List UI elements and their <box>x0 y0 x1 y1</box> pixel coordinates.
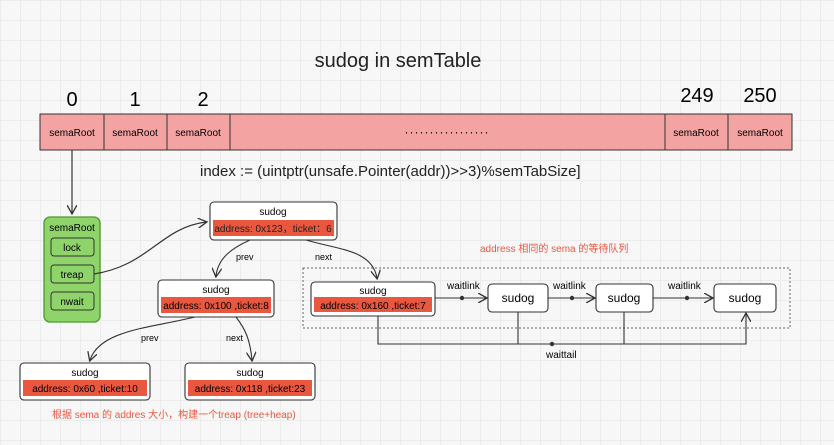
sudog-leaf-right-detail: address: 0x118 ,ticket:23 <box>195 384 306 395</box>
edge-root-prev-label: prev <box>236 252 254 262</box>
edge-mid-next-label: next <box>226 333 244 343</box>
table-cell-ellipsis: ················· <box>405 125 490 139</box>
semaroot-field-treap: treap <box>61 270 84 281</box>
edge-waitlink-3-dot <box>684 295 690 301</box>
edge-waitlink-1-dot <box>459 295 465 301</box>
edge-waitlink-3-label: waitlink <box>667 281 702 292</box>
table-cell-0: semaRoot <box>49 128 95 139</box>
treap-note: 根据 sema 的 addres 大小，构建一个treap (tree+heap… <box>52 408 296 421</box>
edge-mid-next <box>235 316 252 360</box>
semaroot-title: semaRoot <box>49 223 95 234</box>
semaroot-field-nwait: nwait <box>60 297 84 308</box>
edge-waittail-label: waittail <box>545 350 577 361</box>
sudog-queue-head-label: sudog <box>359 286 386 297</box>
edge-waittail <box>377 314 746 345</box>
sudog-root <box>209 201 338 241</box>
sudog-queue-head <box>310 281 436 317</box>
sudog-mid-left-detail: address: 0x100 ,ticket:8 <box>163 301 269 312</box>
semaroot-struct <box>43 216 101 323</box>
edge-mid-prev <box>90 316 196 360</box>
diagram-title: sudog in semTable <box>315 50 482 72</box>
sudog-root-detail: address: 0x123，ticket：6 <box>214 224 332 235</box>
sudog-queue-2-label: sudog <box>608 291 641 305</box>
sudog-queue-1-label: sudog <box>502 291 535 305</box>
table-cell-250: semaRoot <box>737 128 783 139</box>
table-index-0: 0 <box>66 89 77 111</box>
sudog-mid-left <box>157 279 275 318</box>
edge-root-next <box>305 239 377 278</box>
table-index-2: 2 <box>197 89 208 111</box>
sudog-leaf-right-label: sudog <box>236 368 263 379</box>
edge-root-prev <box>216 239 251 276</box>
sem-table <box>39 113 793 151</box>
edge-mid-prev-label: prev <box>141 333 159 343</box>
edge-waittail-dot <box>549 341 555 347</box>
table-cell-249: semaRoot <box>673 128 719 139</box>
queue-note: address 相同的 sema 的等待队列 <box>480 242 628 255</box>
sudog-queue-head-detail: address: 0x160 ,ticket:7 <box>320 301 426 312</box>
sudog-leaf-left-label: sudog <box>71 368 98 379</box>
table-cell-1: semaRoot <box>112 128 158 139</box>
sudog-mid-left-label: sudog <box>202 285 229 296</box>
edge-treap-to-root <box>93 222 206 275</box>
edge-waitlink-2-dot <box>569 295 575 301</box>
edge-waitlink-2-label: waitlink <box>552 281 587 292</box>
table-index-249: 249 <box>680 85 713 107</box>
sudog-queue-3-label: sudog <box>729 291 762 305</box>
semaroot-field-lock: lock <box>63 243 82 254</box>
edge-root-next-label: next <box>315 252 333 262</box>
edge-waitlink-1-label: waitlink <box>446 281 481 292</box>
sudog-leaf-left-detail: address: 0x60 ,ticket:10 <box>32 384 138 395</box>
sudog-root-label: sudog <box>259 207 286 218</box>
index-formula: index := (uintptr(unsafe.Pointer(addr))>… <box>200 163 581 180</box>
table-cell-2: semaRoot <box>175 128 221 139</box>
table-index-1: 1 <box>129 89 140 111</box>
table-index-250: 250 <box>743 85 776 107</box>
sudog-leaf-left <box>19 362 151 401</box>
wait-queue-region <box>302 267 791 329</box>
sudog-leaf-right <box>184 362 316 401</box>
